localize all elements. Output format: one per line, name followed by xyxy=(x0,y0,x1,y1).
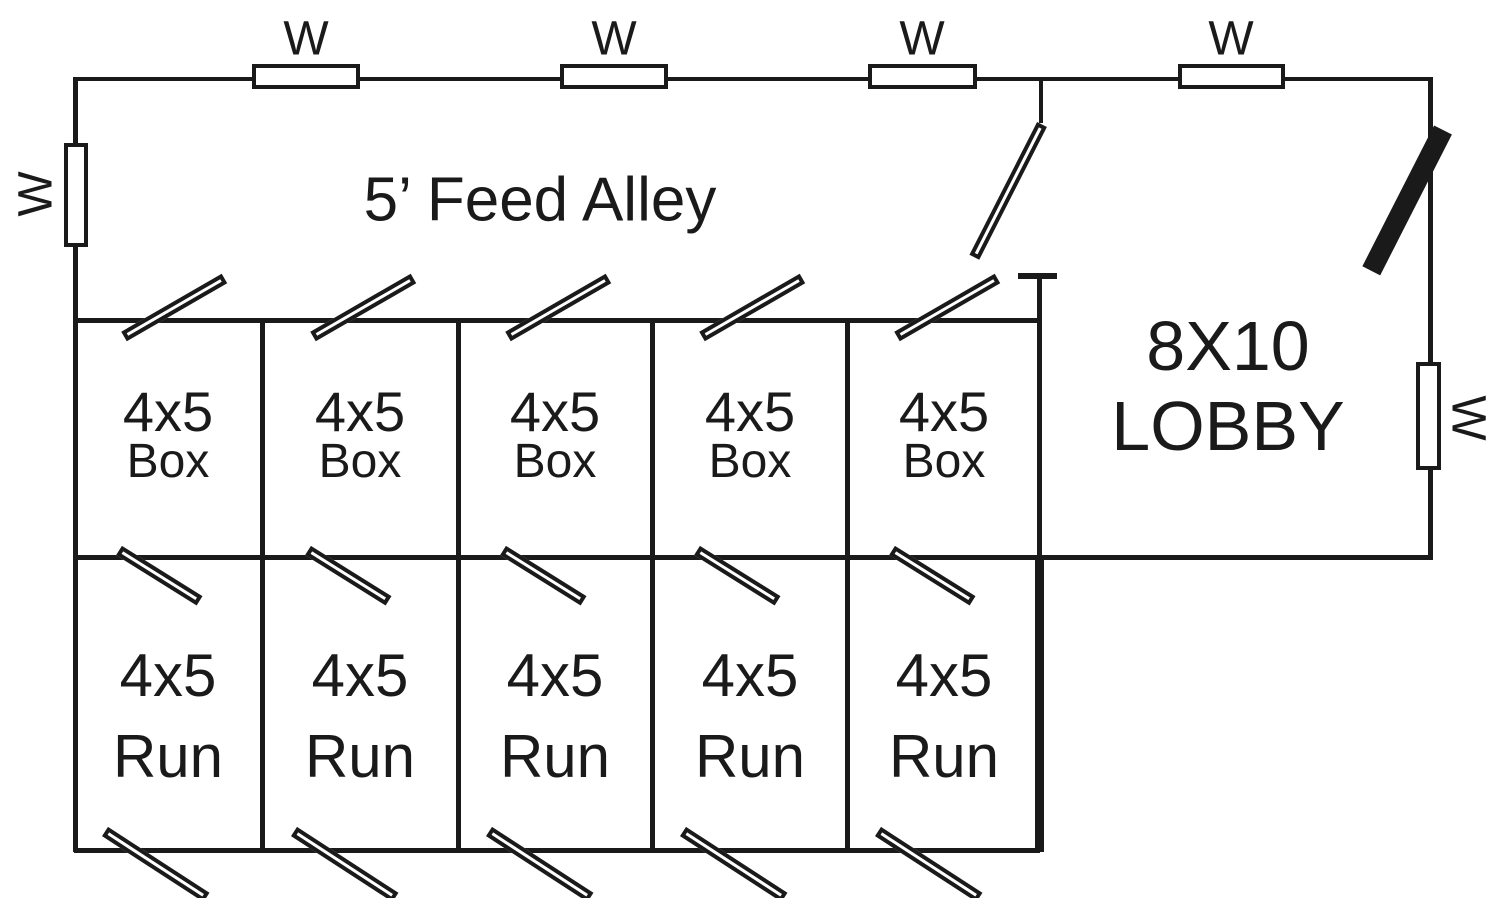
window-label-left: W xyxy=(9,171,63,217)
run-stall-size: 4x5 xyxy=(506,642,604,709)
box-stall-type: Box xyxy=(513,435,597,488)
divider-box-2 xyxy=(456,320,461,557)
window-label-top-4: W xyxy=(1208,12,1254,66)
lobby-label-name: LOBBY xyxy=(1111,387,1345,465)
run-stall-3: 4x5 Run xyxy=(500,635,610,797)
wall-lobby-left-thick xyxy=(1035,555,1044,852)
lobby-label: 8X10 LOBBY xyxy=(1111,306,1344,466)
divider-run-3 xyxy=(650,557,655,850)
wall-lobby-left xyxy=(1037,276,1042,558)
feed-alley-label: 5’ Feed Alley xyxy=(363,165,717,235)
window-symbol-top-2 xyxy=(560,64,668,89)
box-stall-1: 4x5 Box xyxy=(122,380,214,488)
door-run-bottom-3 xyxy=(486,826,594,898)
run-stall-5: 4x5 Run xyxy=(889,635,999,797)
run-stall-type: Run xyxy=(694,723,806,790)
run-stall-type: Run xyxy=(112,723,224,790)
window-symbol-top-1 xyxy=(252,64,360,89)
door-run-bottom-2 xyxy=(291,826,399,898)
door-entry xyxy=(1362,125,1452,276)
divider-box-4 xyxy=(845,320,850,557)
box-stall-size: 4x5 xyxy=(314,380,406,443)
window-symbol-top-3 xyxy=(868,64,977,89)
window-symbol-top-4 xyxy=(1178,64,1285,89)
divider-run-2 xyxy=(456,557,461,850)
window-label-top-2: W xyxy=(591,12,637,66)
wall-left xyxy=(73,77,78,852)
box-stall-size: 4x5 xyxy=(509,380,601,443)
divider-run-4 xyxy=(845,557,850,850)
box-stall-4: 4x5 Box xyxy=(704,380,796,488)
box-stall-size: 4x5 xyxy=(704,380,796,443)
run-stall-2: 4x5 Run xyxy=(305,635,415,797)
box-stall-type: Box xyxy=(318,435,402,488)
door-box-1 xyxy=(121,273,228,342)
box-stall-5: 4x5 Box xyxy=(898,380,990,488)
run-stall-type: Run xyxy=(304,723,416,790)
box-stall-size: 4x5 xyxy=(898,380,990,443)
lobby-label-size: 8X10 xyxy=(1146,307,1310,385)
run-stall-type: Run xyxy=(499,723,611,790)
door-box-2 xyxy=(310,273,417,342)
run-stall-size: 4x5 xyxy=(701,642,799,709)
box-stall-type: Box xyxy=(126,435,210,488)
run-stall-4: 4x5 Run xyxy=(695,635,805,797)
door-box-4 xyxy=(699,273,806,342)
run-stall-1: 4x5 Run xyxy=(113,635,223,797)
wall-bottom xyxy=(74,848,1040,853)
wall-box-top xyxy=(74,318,1040,323)
door-alley-lobby xyxy=(969,122,1047,260)
door-box-5 xyxy=(894,273,1001,342)
divider-box-1 xyxy=(260,320,265,557)
divider-run-1 xyxy=(260,557,265,850)
window-label-top-3: W xyxy=(899,12,945,66)
divider-box-3 xyxy=(650,320,655,557)
door-run-bottom-1 xyxy=(102,826,210,898)
door-run-bottom-5 xyxy=(875,826,983,898)
box-stall-type: Box xyxy=(708,435,792,488)
window-label-right: W xyxy=(1441,395,1495,441)
wall-alley-door-stub xyxy=(1039,77,1043,123)
window-symbol-left xyxy=(64,143,88,247)
wall-box-run-divider xyxy=(74,555,1432,560)
box-stall-size: 4x5 xyxy=(122,380,214,443)
door-run-bottom-4 xyxy=(680,826,788,898)
run-stall-size: 4x5 xyxy=(895,642,993,709)
run-stall-type: Run xyxy=(888,723,1000,790)
wall-top xyxy=(74,77,1432,81)
wall-right xyxy=(1428,77,1433,560)
box-stall-2: 4x5 Box xyxy=(314,380,406,488)
box-stall-3: 4x5 Box xyxy=(509,380,601,488)
run-stall-size: 4x5 xyxy=(119,642,217,709)
door-box-3 xyxy=(505,273,612,342)
window-label-top-1: W xyxy=(283,12,329,66)
box-stall-type: Box xyxy=(902,435,986,488)
window-symbol-right xyxy=(1416,362,1441,470)
run-stall-size: 4x5 xyxy=(311,642,409,709)
